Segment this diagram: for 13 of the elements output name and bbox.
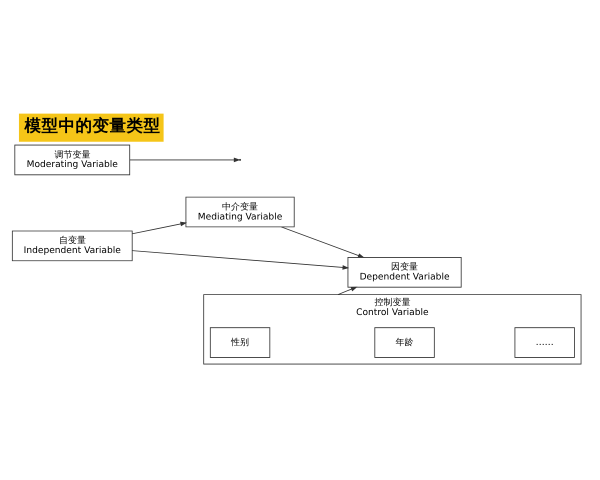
arrow — [338, 286, 358, 295]
node-box: 年龄 — [374, 326, 435, 358]
node-box: 自变量 Independent Variable — [12, 230, 133, 261]
node-box: …… — [514, 326, 575, 358]
arrow — [129, 157, 240, 162]
diagram-title: 模型中的变量类型 — [24, 115, 160, 134]
node-box: 性别 — [210, 326, 270, 358]
arrow — [132, 250, 350, 270]
arrow — [132, 221, 188, 234]
node-box: 中介变量 Mediating Variable — [186, 196, 295, 227]
node-box: 调节变量 Moderating Variable — [14, 144, 130, 175]
arrow — [280, 226, 365, 258]
node-box: 因变量 Dependent Variable — [348, 256, 462, 288]
